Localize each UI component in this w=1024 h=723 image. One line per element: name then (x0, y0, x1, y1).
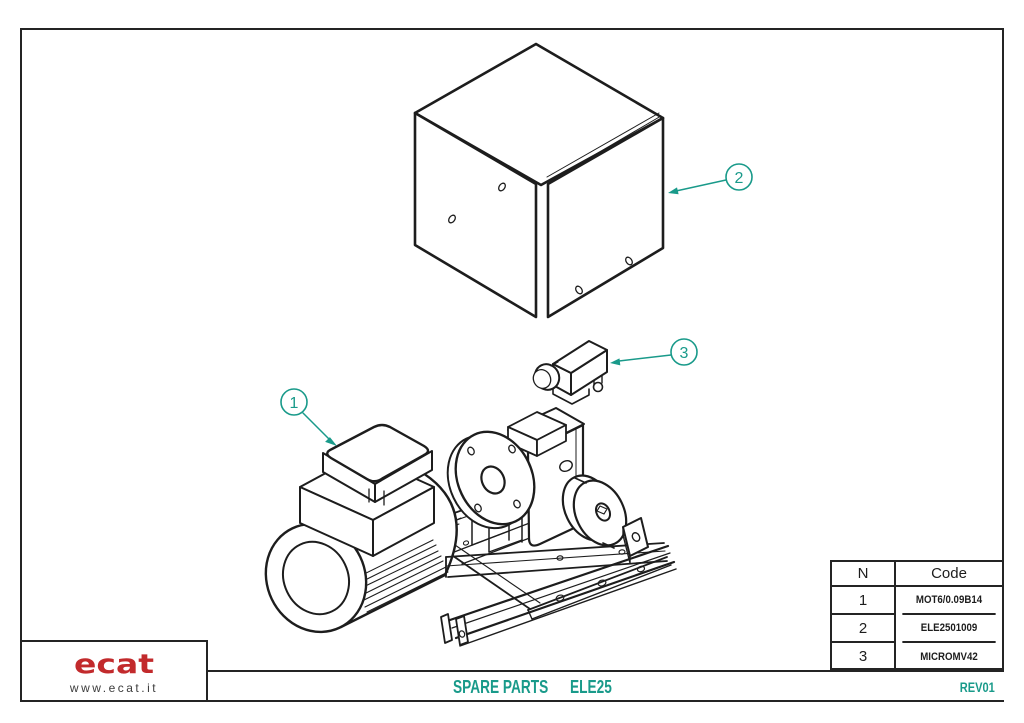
table-cell-code: ELE2501009 (902, 615, 996, 643)
callout-3: 3 (610, 338, 698, 366)
callout-2: 2 (668, 163, 753, 195)
table-cell-n: 1 (832, 587, 896, 615)
parts-table-header-code: Code (896, 562, 1002, 587)
arrowhead-1 (325, 437, 337, 446)
arrowhead-3 (610, 358, 621, 366)
arrowhead-2 (668, 187, 679, 195)
pulley-drawing (561, 474, 628, 549)
micro-switch-drawing (532, 340, 608, 405)
parts-table-header-n: N (832, 562, 896, 587)
gearbox-drawing (446, 407, 585, 547)
drawing-title: SPARE PARTS (453, 677, 549, 697)
table-cell-code: MOT6/0.09B14 (902, 587, 996, 615)
title-strip: SPARE PARTS ELE25 REV01 (207, 670, 1004, 702)
motor-fins (351, 539, 449, 613)
callouts: 1 2 3 (280, 163, 753, 446)
parts-table: N Code 1 MOT6/0.09B14 2 ELE2501009 3 MIC… (830, 560, 1004, 670)
callout-2-number: 2 (735, 170, 744, 187)
callout-1-number: 1 (290, 395, 299, 412)
table-cell-n: 2 (832, 615, 896, 643)
callout-3-number: 3 (680, 345, 689, 362)
brand-logo: ecat (74, 647, 154, 680)
callout-1: 1 (280, 388, 337, 446)
cover-drawing (413, 42, 665, 319)
table-cell-code: MICROMV42 (920, 650, 978, 663)
table-cell-n: 3 (832, 643, 896, 670)
slide-rails (440, 542, 677, 647)
motor-drawing (264, 423, 458, 634)
model-code: ELE25 (570, 677, 612, 697)
logo-box: ecat www.ecat.it (20, 640, 208, 702)
brand-website: www.ecat.it (69, 681, 159, 695)
mount-bracket (622, 517, 649, 564)
revision-label: REV01 (959, 680, 995, 695)
